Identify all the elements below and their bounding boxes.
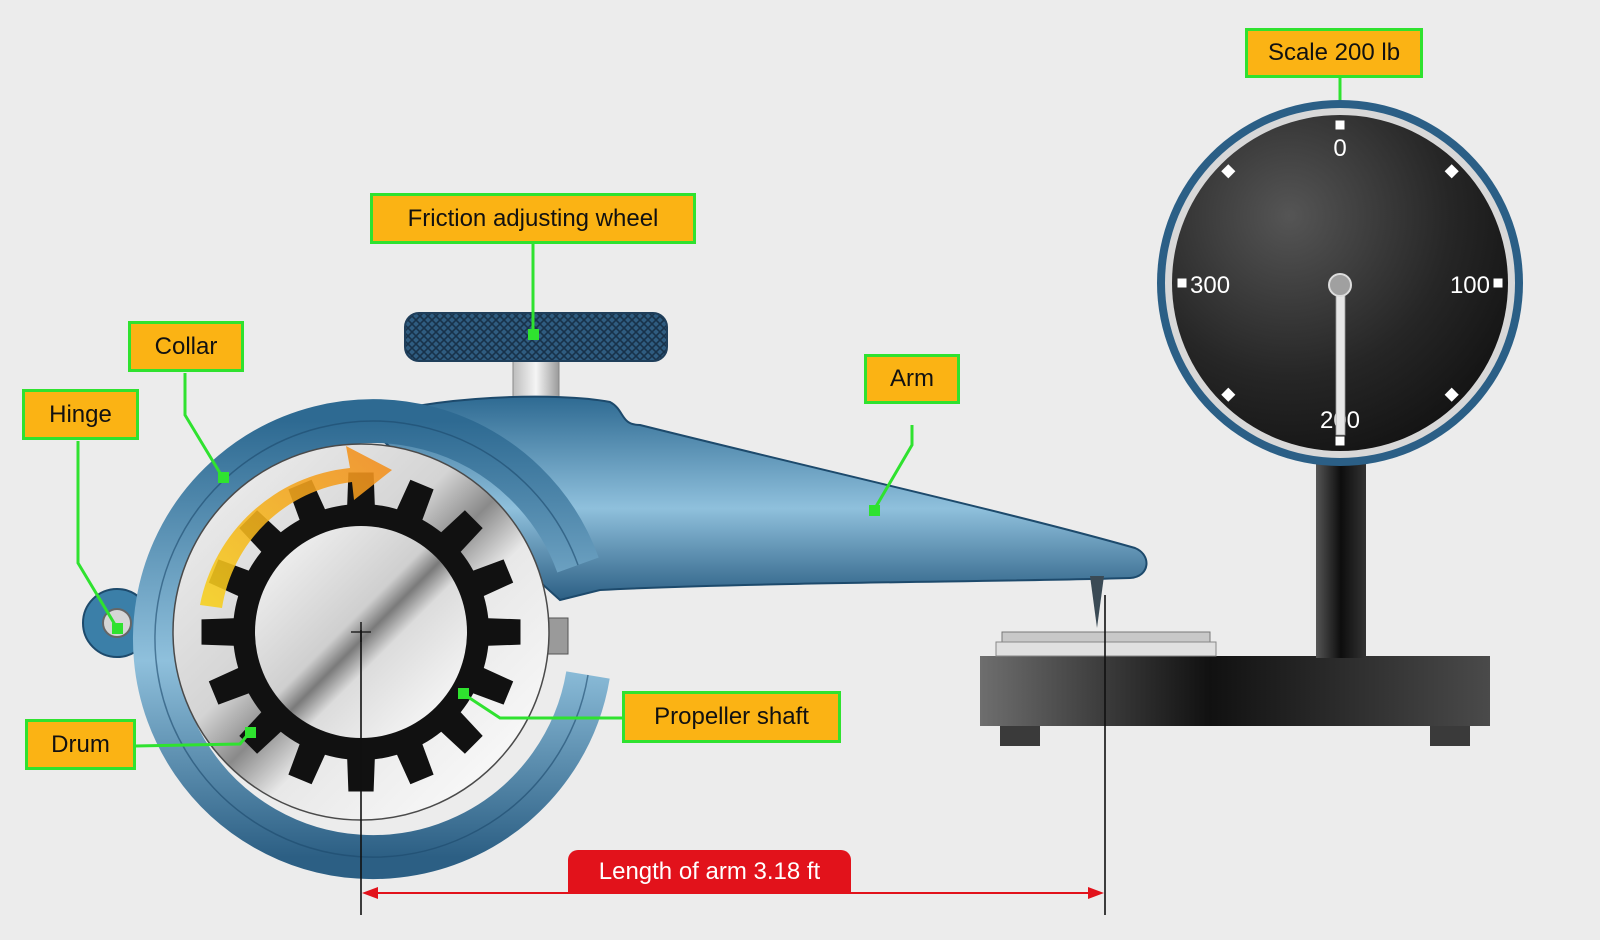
dial-mark-300: 300 xyxy=(1190,272,1230,299)
dial-mark-0: 0 xyxy=(1333,135,1346,162)
scale-platform xyxy=(1001,631,1211,643)
scale-base xyxy=(980,656,1490,726)
dial-tick xyxy=(1444,164,1459,179)
scale-label: Scale 200 lb xyxy=(1245,28,1423,78)
dial-tick xyxy=(1493,278,1503,288)
dimension-arrow-right xyxy=(1088,887,1104,899)
scale-post xyxy=(1316,455,1366,658)
dial-tick xyxy=(1335,120,1345,130)
rotation-arrow xyxy=(200,446,392,608)
arm-label: Arm xyxy=(864,354,960,404)
dial-ticks xyxy=(1177,120,1503,446)
scale-foot-left xyxy=(1000,726,1040,746)
collar-bolt xyxy=(547,617,569,655)
dial-tick xyxy=(1177,278,1187,288)
dial-needle xyxy=(1335,284,1346,436)
dial-tick xyxy=(1444,387,1459,402)
hinge-label: Hinge xyxy=(22,389,139,440)
brake-arm-assembly xyxy=(82,395,1148,880)
drum-label: Drum xyxy=(25,719,136,770)
scale-foot-right xyxy=(1430,726,1470,746)
dial-tick xyxy=(1221,164,1236,179)
length-of-arm-label: Length of arm 3.18 ft xyxy=(568,850,851,894)
scale-assembly: 0 100 200 300 xyxy=(980,100,1523,746)
friction-wheel-assembly xyxy=(404,312,668,406)
dial-tick xyxy=(1335,436,1345,446)
propeller-shaft-label: Propeller shaft xyxy=(622,691,841,743)
leader-lines xyxy=(76,73,1342,748)
dial-tick xyxy=(1221,387,1236,402)
dial-pivot xyxy=(1328,273,1352,297)
scale-pan xyxy=(995,641,1217,657)
arm-knife-edge xyxy=(1090,576,1104,628)
friction-wheel-label: Friction adjusting wheel xyxy=(370,193,696,244)
collar-label: Collar xyxy=(128,321,244,372)
dimension-arrow-left xyxy=(362,887,378,899)
dial-mark-100: 100 xyxy=(1450,272,1490,299)
leader-dots xyxy=(112,329,880,738)
collar-edge xyxy=(154,420,589,858)
